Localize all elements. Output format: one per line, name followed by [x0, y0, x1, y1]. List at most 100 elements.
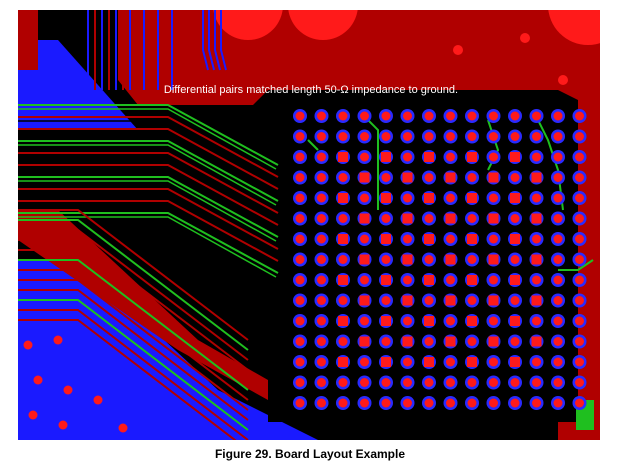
- bga-ball-square: [381, 152, 391, 162]
- bga-ball-pad: [317, 398, 326, 408]
- bga-ball-square: [445, 213, 456, 224]
- bga-ball-pad: [489, 234, 498, 244]
- differential-pair-trace: [18, 180, 277, 242]
- bga-ball-pad: [295, 111, 305, 121]
- bga-ball-square: [402, 254, 413, 265]
- pcb-layout-figure: Differential pairs matched length 50-Ω i…: [18, 10, 600, 440]
- bga-ball-square: [531, 336, 542, 347]
- bga-ball-pad: [467, 132, 477, 141]
- bga-ball-pad: [295, 357, 305, 367]
- diagonal-trace: [18, 289, 249, 421]
- bga-ball-square: [467, 152, 477, 162]
- differential-pair-trace: [18, 144, 277, 206]
- bga-ball-pad: [467, 296, 477, 305]
- bga-ball-pad: [317, 234, 326, 244]
- bga-ball-square: [445, 295, 456, 306]
- bga-ball-pad: [360, 234, 369, 244]
- bga-ball-square: [510, 152, 520, 162]
- bga-ball-pad: [338, 337, 348, 346]
- diagonal-trace: [18, 279, 249, 411]
- bga-ball-pad: [403, 111, 412, 121]
- bga-ball-pad: [510, 132, 520, 141]
- bga-ball-pad: [424, 296, 434, 305]
- bga-ball-pad: [338, 398, 348, 408]
- bga-ball-pad: [575, 296, 584, 305]
- lower-left-red-band: [18, 210, 268, 400]
- bga-ball-pad: [575, 398, 584, 408]
- top-large-pad: [288, 10, 358, 40]
- bga-ball-pad: [553, 316, 563, 326]
- left-red-pour: [18, 10, 38, 70]
- bga-ball-pad: [360, 316, 369, 326]
- bga-ball-pad: [446, 234, 455, 244]
- bga-ball-pad: [553, 296, 563, 305]
- bga-ball-pad: [489, 316, 498, 326]
- bga-ball-pad: [403, 357, 412, 367]
- bga-ball-square: [445, 336, 456, 347]
- bga-ball-pad: [532, 152, 541, 162]
- bga-ball-pad: [575, 357, 584, 367]
- differential-pair-trace: [18, 128, 279, 190]
- bga-ball-pad: [532, 111, 541, 121]
- bga-ball-pad: [553, 234, 563, 244]
- bga-ball-pad: [489, 398, 498, 408]
- vertical-trace: [208, 10, 215, 71]
- via-pad: [33, 375, 43, 385]
- bga-ball-pad: [295, 255, 305, 264]
- via-pad: [53, 335, 63, 345]
- bga-ball-square: [510, 275, 520, 285]
- bga-ball-pad: [532, 398, 541, 408]
- bga-ball-pad: [489, 193, 498, 203]
- differential-pair-trace: [18, 168, 277, 230]
- bga-ball-pad: [295, 173, 305, 182]
- bga-ball-pad: [295, 193, 305, 203]
- differential-pair-trace: [18, 120, 277, 182]
- bga-ball-pad: [381, 296, 391, 305]
- bga-ball-pad: [532, 193, 541, 203]
- via-pad: [453, 45, 463, 55]
- bga-ball-pad: [360, 152, 369, 162]
- diagonal-trace: [18, 249, 249, 381]
- bga-ball-pad: [295, 152, 305, 162]
- via-pad: [520, 33, 530, 43]
- bga-ball-pad: [317, 193, 326, 203]
- bga-ball-pad: [553, 173, 563, 182]
- bga-ball-pad: [467, 111, 477, 121]
- bga-ball-pad: [317, 275, 326, 285]
- bga-ball-pad: [575, 214, 584, 223]
- bga-ball-pad: [360, 132, 369, 141]
- top-large-pad: [548, 10, 600, 45]
- bga-ball-pad: [403, 132, 412, 141]
- vertical-trace: [202, 10, 209, 71]
- bga-ball-pad: [467, 337, 477, 346]
- bga-ball-pad: [317, 173, 326, 182]
- bga-ball-pad: [317, 337, 326, 346]
- bga-ball-pad: [575, 275, 584, 285]
- differential-pair-trace: [18, 192, 277, 254]
- differential-pair-trace: [18, 140, 279, 202]
- bga-ball-pad: [510, 111, 520, 121]
- bga-ball-pad: [317, 214, 326, 223]
- bga-ball-pad: [575, 316, 584, 326]
- vertical-trace: [220, 10, 227, 71]
- via-pad: [28, 410, 38, 420]
- bga-ball-square: [338, 316, 348, 326]
- differential-pair-trace: [18, 204, 277, 266]
- bga-ball-pad: [446, 193, 455, 203]
- via-pad: [558, 75, 568, 85]
- bga-ball-pad: [575, 132, 584, 141]
- bga-ball-pad: [317, 152, 326, 162]
- routing-traces: [18, 10, 594, 440]
- bga-ball-square: [359, 336, 370, 347]
- bga-ball-square: [467, 275, 477, 285]
- bga-ball-square: [467, 316, 477, 326]
- bga-ball-pad: [510, 337, 520, 346]
- bga-ball-pad: [338, 214, 348, 223]
- bga-ball-pad: [360, 111, 369, 121]
- bga-ball-pad: [360, 275, 369, 285]
- bga-ball-pad: [553, 398, 563, 408]
- bga-ball-pad: [381, 214, 391, 223]
- bga-ball-pad: [446, 357, 455, 367]
- differential-pair-trace: [18, 200, 279, 262]
- bga-ball-pad: [446, 132, 455, 141]
